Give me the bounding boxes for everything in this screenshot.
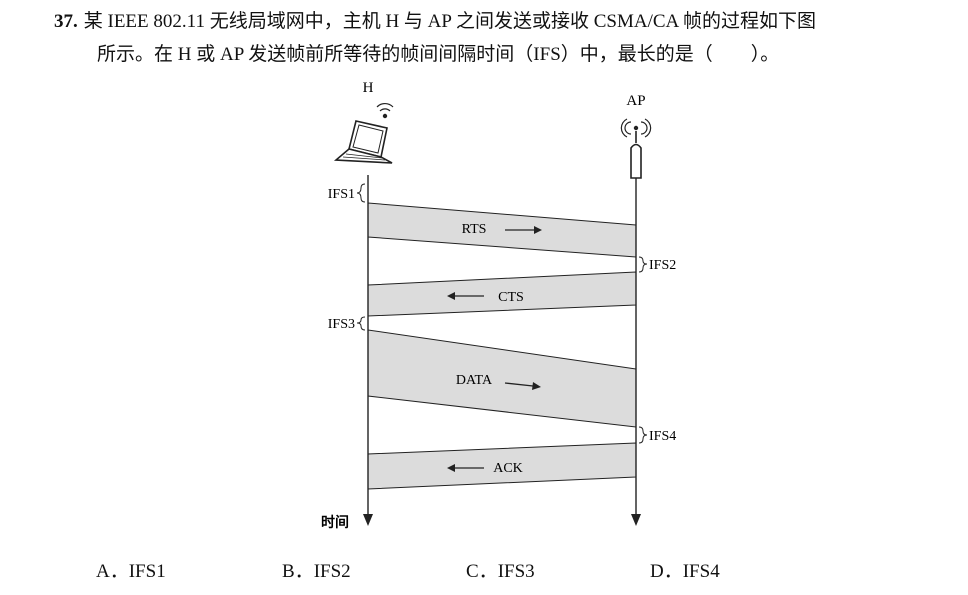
left-arrow-icon	[447, 464, 484, 472]
host-label: H	[363, 80, 374, 96]
option-a-letter: A．	[96, 561, 129, 582]
option-d[interactable]: D．IFS4	[650, 560, 720, 584]
option-a[interactable]: A．IFS1	[96, 560, 166, 584]
option-c-letter: C．	[466, 561, 498, 582]
host-time-arrowhead	[363, 514, 373, 526]
question-line-2: 所示。在 H 或 AP 发送帧前所等待的帧间间隔时间（IFS）中，最长的是（ ）…	[97, 44, 780, 65]
host-wifi-icon	[376, 103, 394, 119]
ifs1-brace	[356, 183, 366, 203]
laptop-icon	[333, 120, 393, 164]
ifs4-brace	[638, 426, 648, 444]
option-a-text: IFS1	[128, 561, 166, 582]
ap-wifi-icon	[620, 118, 652, 138]
cts-label: CTS	[498, 290, 524, 305]
ifs2-brace	[638, 256, 648, 273]
question-number: 37.	[54, 11, 78, 32]
option-c[interactable]: C．IFS3	[466, 560, 535, 584]
option-d-letter: D．	[650, 561, 683, 582]
right-arrow-icon	[505, 226, 542, 234]
data-label: DATA	[456, 373, 493, 388]
question-text-line1: 某 IEEE 802.11 无线局域网中，主机 H 与 AP 之间发送或接收 C…	[83, 11, 816, 32]
ifs3-brace	[356, 316, 366, 331]
access-point-icon	[630, 125, 642, 179]
ack-label: ACK	[493, 461, 523, 476]
question-line-1: 37.某 IEEE 802.11 无线局域网中，主机 H 与 AP 之间发送或接…	[54, 10, 816, 34]
rts-label: RTS	[462, 222, 487, 237]
option-d-text: IFS4	[682, 561, 720, 582]
ifs4-label: IFS4	[649, 429, 676, 444]
option-b-letter: B．	[282, 561, 314, 582]
ifs2-label: IFS2	[649, 258, 676, 273]
left-arrow-icon	[447, 292, 484, 300]
time-axis-label: 时间	[321, 514, 349, 531]
rts-frame-band	[367, 202, 637, 258]
ap-label: AP	[626, 93, 645, 109]
right-arrow-icon	[504, 382, 541, 390]
ifs3-label: IFS3	[328, 317, 355, 332]
option-b-text: IFS2	[313, 561, 351, 582]
option-b[interactable]: B．IFS2	[282, 560, 351, 584]
ap-time-arrowhead	[631, 514, 641, 526]
option-c-text: IFS3	[497, 561, 535, 582]
data-frame-band	[367, 329, 637, 428]
ifs1-label: IFS1	[328, 187, 355, 202]
